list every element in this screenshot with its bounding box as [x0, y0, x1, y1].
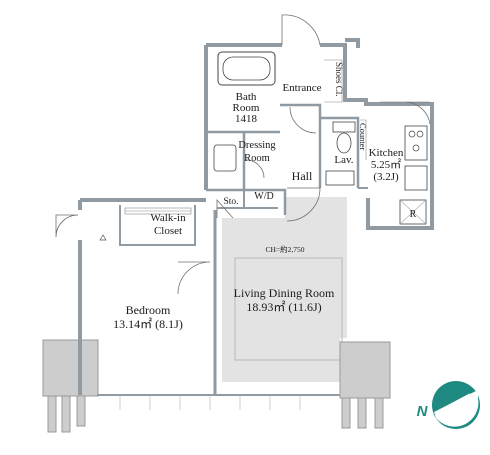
fridge-cross	[399, 199, 427, 225]
balcony-right	[339, 341, 391, 429]
kitchen-label-1: Kitchen	[369, 147, 404, 159]
kitchen-label-2: 5.25㎡	[371, 158, 401, 171]
dressing-label-1: Dressing	[238, 140, 276, 151]
bedroom-marker	[99, 234, 107, 241]
bedroom-label-1: Bedroom	[126, 303, 171, 317]
north-label: N	[417, 403, 429, 420]
dressing-label-2: Room	[244, 153, 270, 164]
washer-dryer-label: W/D	[254, 191, 273, 202]
burner-icon	[412, 144, 420, 152]
burner-icon	[416, 130, 424, 138]
living-dining-floor	[222, 197, 347, 382]
bathtub	[217, 51, 276, 86]
bath-label-2: Room	[233, 102, 260, 114]
fridge-label: R	[410, 209, 417, 220]
toilet-bowl	[336, 132, 352, 154]
ceiling-height-label: CH=約2,750	[265, 244, 304, 254]
counter-outline	[360, 119, 367, 160]
counter-label: Counter	[358, 123, 368, 151]
kitchen-sink	[404, 165, 428, 191]
walkin-label-1: Walk-in	[150, 212, 186, 224]
kitchen-label-3: (3.2J)	[373, 171, 399, 183]
washbasin	[213, 144, 237, 172]
fridge-box	[399, 199, 427, 225]
entrance-label: Entrance	[282, 82, 321, 94]
bath-label-1: Bath	[236, 91, 257, 103]
toilet-tank	[332, 121, 356, 133]
window-lines	[119, 395, 301, 410]
lav-label: Lav.	[334, 154, 353, 166]
bath-label-3: 1418	[235, 113, 258, 125]
door-swings	[55, 14, 431, 295]
storage-label: Sto.	[223, 197, 238, 207]
walkin-label-2: Closet	[154, 225, 182, 237]
living-label-2: 18.93㎡ (11.6J)	[246, 300, 321, 314]
hall-label: Hall	[292, 169, 313, 183]
shoes-closet-label: Shoes Cl.	[334, 62, 344, 97]
bathtub-inner	[222, 56, 271, 81]
balcony-left	[42, 339, 99, 433]
shoes-closet-shelf	[324, 59, 343, 103]
lav-counter	[325, 170, 355, 186]
walls	[78, 38, 434, 396]
compass-icon	[432, 381, 480, 429]
burner-icon	[408, 130, 416, 138]
bedroom-label-2: 13.14㎡ (8.1J)	[113, 317, 183, 331]
living-carpet-outline	[234, 257, 343, 361]
stove	[404, 125, 428, 161]
living-label-1: Living Dining Room	[234, 286, 335, 300]
